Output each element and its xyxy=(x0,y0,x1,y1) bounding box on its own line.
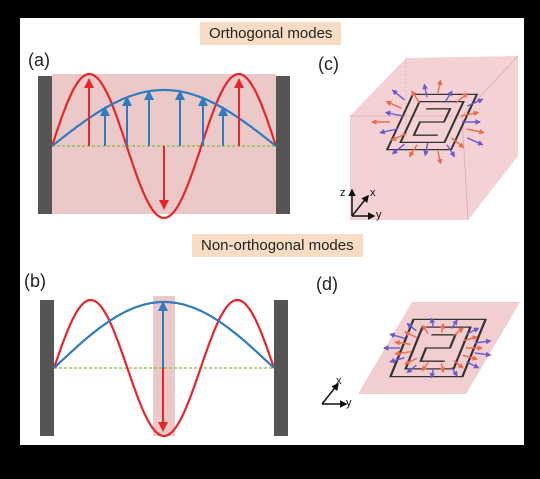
field-arrow xyxy=(436,150,443,165)
field-arrow xyxy=(391,89,405,101)
figure-graphics: z x y x y xyxy=(38,55,520,438)
red-mode-curve xyxy=(50,72,278,220)
panel-c-diagram: z x y xyxy=(340,55,519,221)
field-arrow xyxy=(446,144,456,158)
field-arrow xyxy=(406,364,417,374)
field-arrow xyxy=(466,361,480,369)
field-arrow xyxy=(421,362,429,372)
field-arrow xyxy=(436,79,443,94)
right-mirror xyxy=(276,76,290,214)
field-arrow xyxy=(467,137,484,146)
field-arrow xyxy=(462,354,479,361)
field-arrow xyxy=(453,360,464,369)
left-mirror xyxy=(40,300,54,436)
axes-c: z x y xyxy=(340,187,382,221)
axis-y-label: y xyxy=(346,397,352,409)
field-arrow xyxy=(385,100,402,110)
field-arrow xyxy=(460,110,480,117)
right-mirror xyxy=(274,300,288,436)
panel-d-label: (d) xyxy=(316,274,338,294)
field-arrow xyxy=(389,357,405,364)
field-arrow xyxy=(474,351,492,358)
panel-a-label: (a) xyxy=(28,50,50,70)
box-edge xyxy=(461,115,469,221)
field-arrow xyxy=(474,338,492,345)
axis-z-label: z xyxy=(340,187,346,199)
field-arrow xyxy=(455,92,469,104)
axis-x-label: x xyxy=(370,187,376,199)
field-arrow xyxy=(443,90,453,104)
field-arrow xyxy=(422,83,428,98)
panel-b-diagram xyxy=(40,296,288,438)
field-arrow xyxy=(429,317,436,328)
field-arrow xyxy=(391,143,405,155)
field-arrow xyxy=(394,350,411,356)
left-mirror xyxy=(38,76,52,214)
panel-a-diagram xyxy=(38,72,290,220)
axis-y-label: y xyxy=(376,209,382,221)
field-arrow xyxy=(450,319,458,329)
field-arrow xyxy=(453,327,464,336)
axis-x-label: x xyxy=(336,375,342,387)
field-arrow xyxy=(439,363,446,374)
panel-d-diagram: x y xyxy=(321,302,520,409)
orthogonal-modes-header: Orthogonal modes xyxy=(200,22,342,45)
field-arrow xyxy=(451,137,465,149)
mode-arrows xyxy=(84,78,244,210)
field-arrow xyxy=(466,128,485,135)
field-arrows xyxy=(370,79,485,165)
figure-canvas: Orthogonal modes Non-orthogonal modes (a… xyxy=(20,18,524,445)
axes-d: x y xyxy=(321,375,352,409)
panel-b-label: (b) xyxy=(24,271,46,291)
field-arrow xyxy=(406,322,417,332)
field-arrow xyxy=(408,144,418,158)
red-mode-curve xyxy=(52,298,276,438)
field-arrow xyxy=(439,322,446,333)
field-arrow xyxy=(450,367,458,377)
field-arrow xyxy=(389,332,405,339)
panel-c-label: (c) xyxy=(318,54,339,74)
field-arrow xyxy=(423,142,429,157)
field-arrow xyxy=(390,132,408,141)
non-orthogonal-modes-header: Non-orthogonal modes xyxy=(192,234,363,257)
field-arrow xyxy=(462,335,479,342)
field-arrow xyxy=(404,357,418,365)
field-arrow xyxy=(411,90,421,104)
field-arrow xyxy=(394,340,411,346)
field-arrow xyxy=(467,98,484,107)
field-arrows xyxy=(382,317,492,379)
field-arrow xyxy=(429,368,436,379)
field-arrow xyxy=(379,128,398,135)
field-arrow xyxy=(421,324,429,334)
field-arrow xyxy=(384,110,404,117)
field-arrow xyxy=(404,331,418,339)
field-arrow xyxy=(466,327,480,335)
